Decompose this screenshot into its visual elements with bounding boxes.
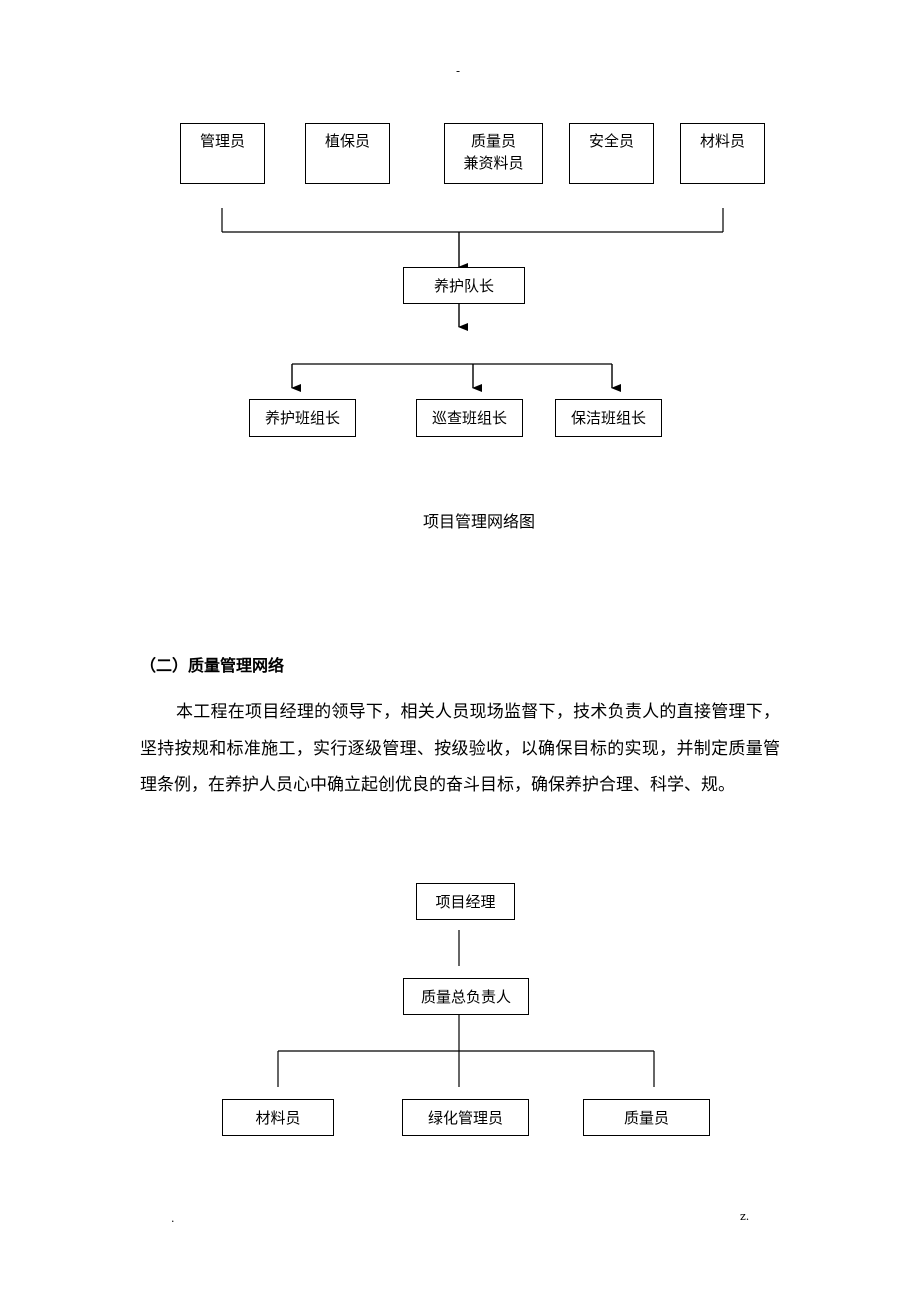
box-maintenance-captain: 养护队长: [403, 267, 525, 304]
box-label: 安全员: [588, 132, 634, 150]
box-project-manager: 项目经理: [416, 883, 515, 920]
footer-right-mark: z.: [740, 1210, 750, 1223]
box-quality-officer-2: 质量员: [583, 1099, 710, 1136]
box-label: 养护班组长: [264, 409, 340, 427]
box-label: 养护队长: [433, 276, 494, 295]
box-label: 绿化管理员: [427, 1108, 503, 1127]
box-label: 质量员: [470, 132, 516, 150]
chart-caption: 项目管理网络图: [422, 512, 535, 531]
box-label: 质量总负责人: [420, 987, 511, 1006]
box-patrol-team-leader: 巡查班组长: [416, 399, 523, 437]
box-quality-officer: 质量员 兼资料员: [444, 123, 543, 184]
box-materials-officer-2: 材料员: [222, 1099, 334, 1136]
box-label: 巡查班组长: [431, 409, 507, 427]
header-mark: -: [456, 64, 461, 78]
section-heading: （二）质量管理网络: [140, 656, 285, 675]
footer-left-mark: .: [171, 1212, 175, 1225]
box-administrator: 管理员: [180, 123, 265, 184]
box-label: 质量员: [623, 1108, 669, 1127]
box-label: 植保员: [324, 132, 370, 150]
box-materials-officer: 材料员: [680, 123, 765, 184]
box-greening-manager: 绿化管理员: [402, 1099, 529, 1136]
box-safety-officer: 安全员: [569, 123, 654, 184]
box-label: 兼资料员: [463, 154, 524, 172]
box-label: 项目经理: [435, 892, 496, 911]
box-label: 材料员: [255, 1108, 301, 1127]
box-maintenance-team-leader: 养护班组长: [249, 399, 356, 437]
body-paragraph: 本工程在项目经理的领导下，相关人员现场监督下，技术负责人的直接管理下，坚持按规和…: [140, 702, 780, 795]
box-label: 材料员: [699, 132, 745, 150]
box-quality-head: 质量总负责人: [403, 978, 529, 1015]
box-label: 保洁班组长: [570, 409, 646, 427]
box-plant-protection-officer: 植保员: [305, 123, 390, 184]
box-label: 管理员: [199, 132, 245, 150]
box-cleaning-team-leader: 保洁班组长: [555, 399, 662, 437]
